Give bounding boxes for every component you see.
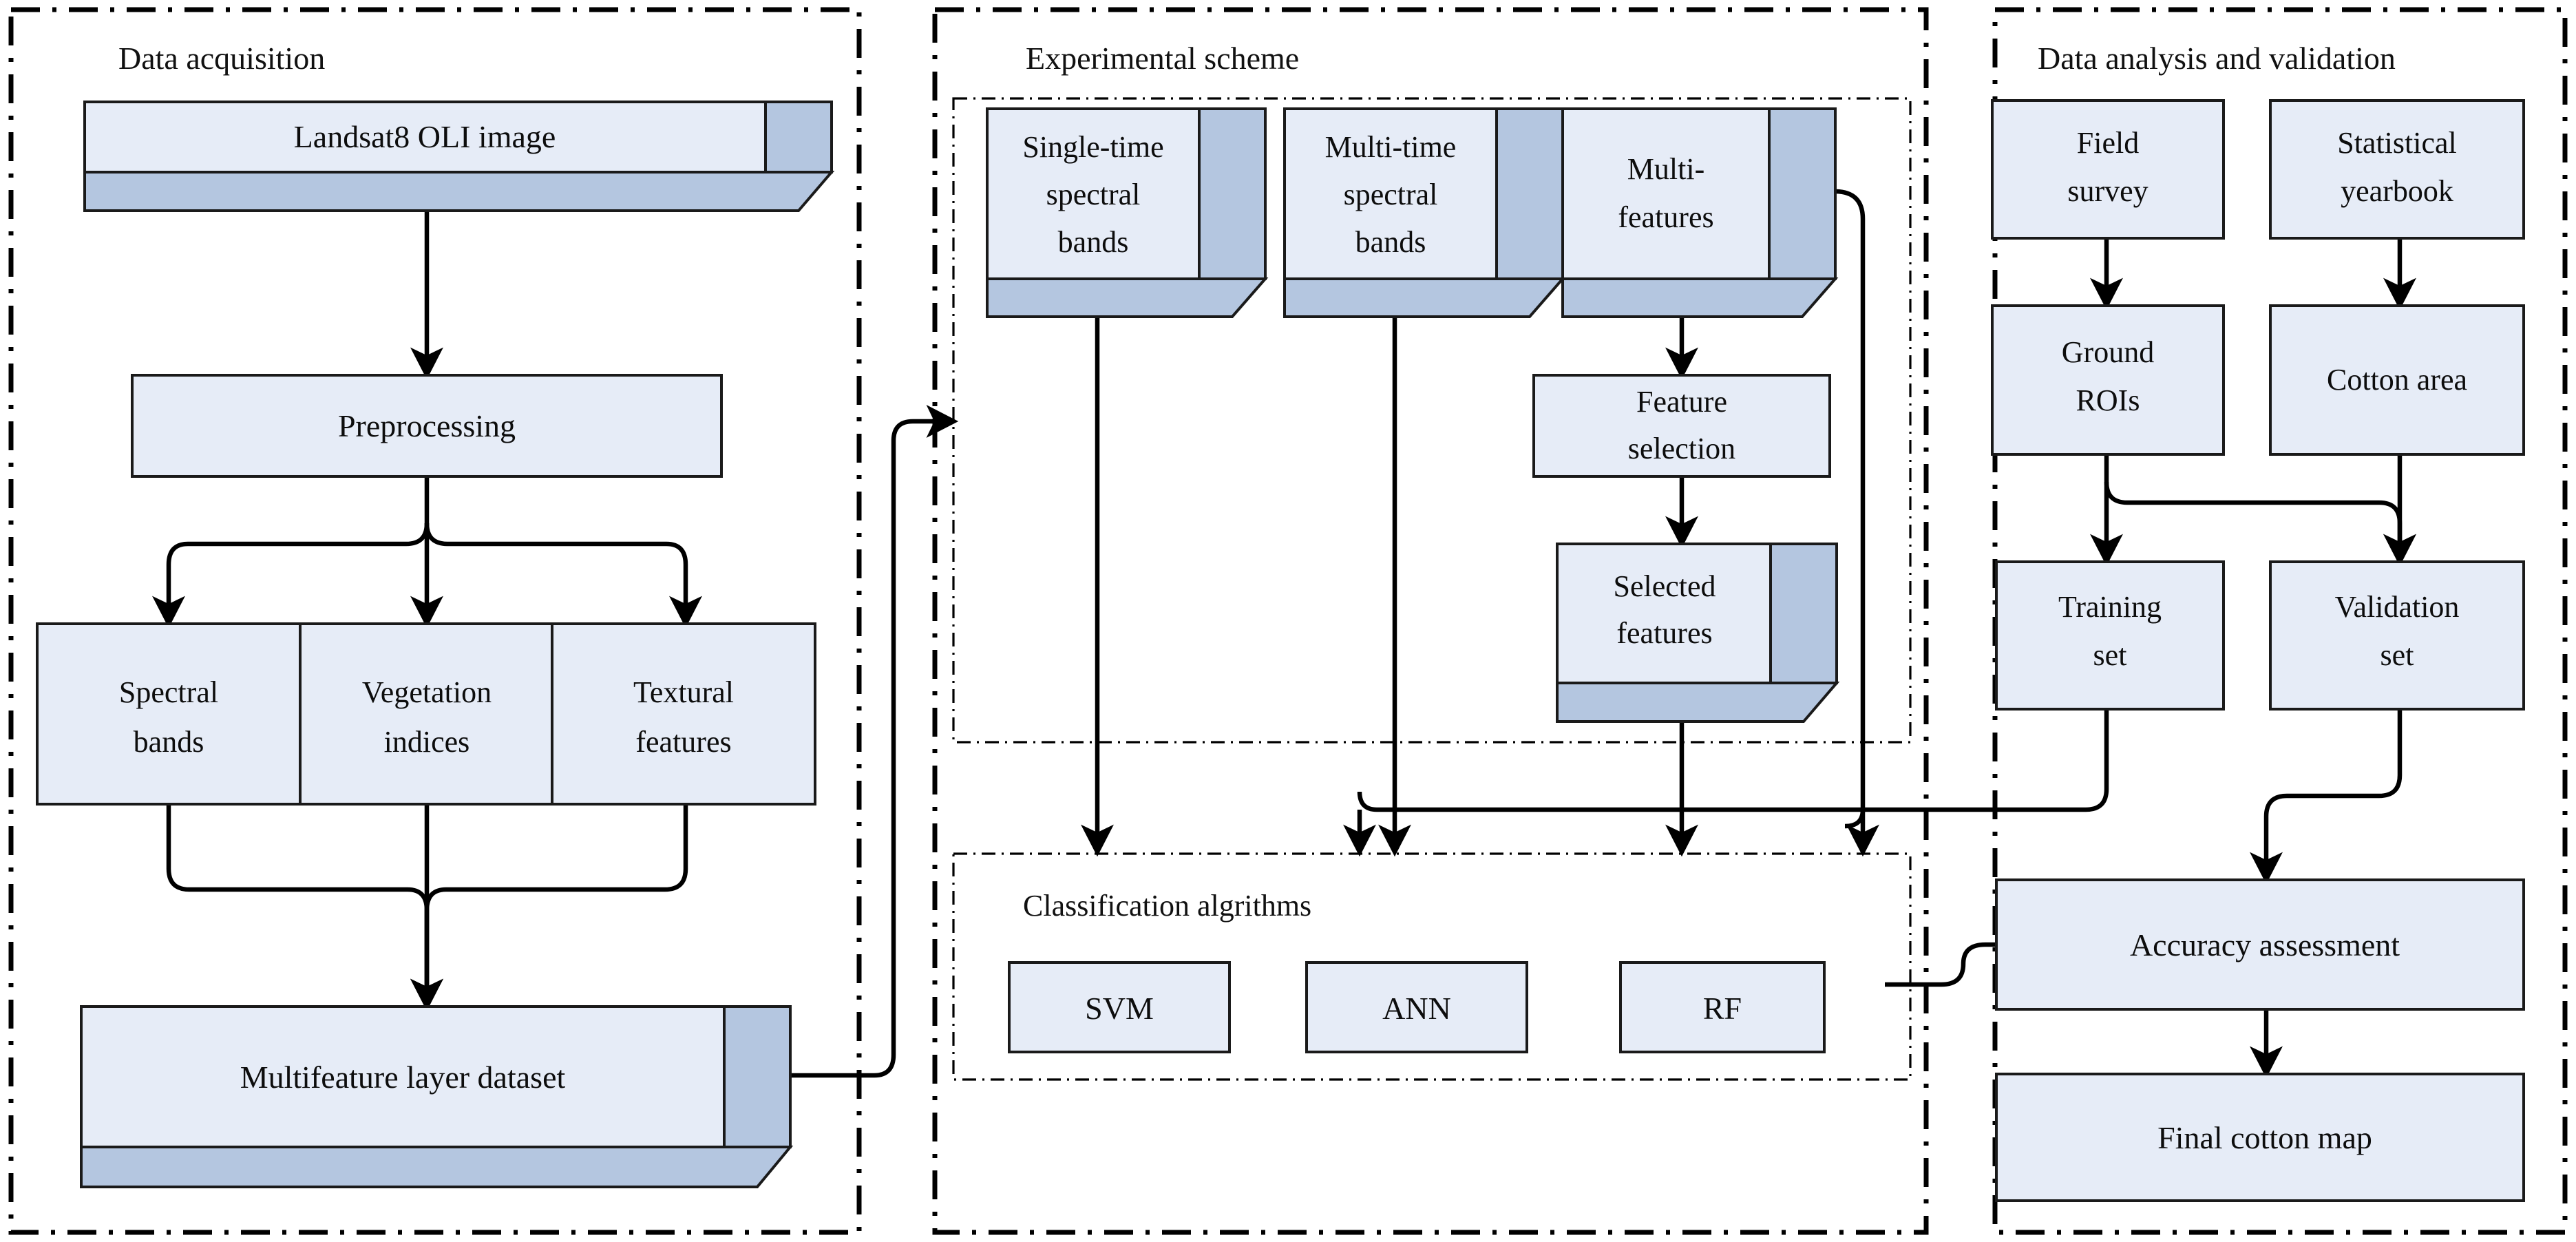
node-validation-set[interactable]: Validation set [2269,560,2525,711]
node-ann-label: ANN [1382,991,1451,1026]
node-multi-time-label-2: spectral [1344,178,1438,211]
node-svm-label: SVM [1085,991,1154,1026]
node-statistical-yearbook-label-1: Statistical [2337,126,2457,160]
node-cotton-area[interactable]: Cotton area [2269,304,2525,456]
node-single-time-label-1: Single-time [1022,130,1163,164]
node-feature-selection-label-2: selection [1628,432,1735,465]
panel-title-data-acquisition: Data acquisition [118,41,325,76]
subpanel-title-classification: Classification algrithms [1023,889,1311,923]
node-selected-features-label-2: features [1616,616,1712,650]
node-final-cotton-map-label: Final cotton map [2157,1120,2372,1155]
connector-layer [152,189,2416,1079]
node-rf[interactable]: RF [1619,961,1826,1053]
node-single-time-label-2: spectral [1046,178,1141,211]
node-textural-features-label-1: Textural [633,675,734,709]
node-multifeature-layer-dataset-label: Multifeature layer dataset [240,1060,566,1095]
node-cotton-area-label: Cotton area [2327,363,2467,397]
node-multi-features-label-1: Multi- [1627,152,1704,186]
node-statistical-yearbook[interactable]: Statistical yearbook [2269,99,2525,240]
node-final-cotton-map[interactable]: Final cotton map [1995,1073,2525,1202]
node-validation-set-label-1: Validation [2335,590,2460,624]
node-field-survey[interactable]: Field survey [1991,99,2225,240]
node-ground-rois-label-2: ROIs [2076,383,2140,417]
node-feature-selection-label-1: Feature [1636,385,1727,419]
node-landsat-label: Landsat8 OLI image [294,119,556,154]
node-landsat[interactable]: Landsat8 OLI image [83,101,835,212]
node-training-set-label-1: Training [2058,590,2162,624]
panel-border-data-acquisition [8,7,862,1235]
node-single-time-label-3: bands [1058,225,1129,259]
node-multi-time-spectral-bands[interactable]: Multi-time spectral bands [1283,107,1566,318]
node-rf-label: RF [1703,991,1742,1026]
node-preprocessing[interactable]: Preprocessing [131,374,723,478]
node-single-time-spectral-bands[interactable]: Single-time spectral bands [986,107,1269,318]
node-feature-selection[interactable]: Feature selection [1532,374,1831,478]
panel-title-data-analysis: Data analysis and validation [2038,41,2396,76]
node-ann[interactable]: ANN [1305,961,1528,1053]
node-field-survey-label-2: survey [2067,174,2148,208]
node-spectral-bands[interactable]: Spectral bands [36,622,302,806]
edge-multifeature-to-experimental-scheme [788,405,959,1078]
node-multi-features[interactable]: Multi- features [1561,107,1839,318]
panel-title-experimental-scheme: Experimental scheme [1026,41,1299,76]
node-statistical-yearbook-label-2: yearbook [2341,174,2453,208]
node-selected-features-label-1: Selected [1613,569,1715,603]
node-accuracy-assessment-label: Accuracy assessment [2130,927,2400,962]
node-ground-rois-label-1: Ground [2062,335,2154,369]
node-textural-features-label-2: features [635,725,731,759]
node-accuracy-assessment[interactable]: Accuracy assessment [1995,878,2525,1011]
node-textural-features[interactable]: Textural features [551,622,816,806]
node-selected-features[interactable]: Selected features [1556,543,1840,723]
edge-spectral-to-multifeature [166,804,443,1011]
node-multi-time-label-1: Multi-time [1325,130,1457,164]
node-multi-features-label-2: features [1618,200,1713,234]
node-svm[interactable]: SVM [1008,961,1231,1053]
panel-border-experimental-scheme [932,7,1929,1235]
edge-preprocessing-to-textural [424,523,702,629]
node-spectral-bands-label-1: Spectral [119,675,218,709]
node-training-set-label-2: set [2093,638,2127,672]
node-preprocessing-label: Preprocessing [338,408,516,443]
edge-textural-to-multifeature [410,804,688,1011]
node-multifeature-layer-dataset[interactable]: Multifeature layer dataset [80,1005,794,1188]
node-ground-rois[interactable]: Ground ROIs [1991,304,2225,456]
edge-preprocessing-to-spectral [152,523,430,629]
node-spectral-bands-label-2: bands [134,725,204,759]
edge-groundrois-to-validationset [2104,481,2416,567]
node-vegetation-indices-label-1: Vegetation [362,675,492,709]
node-training-set[interactable]: Training set [1995,560,2225,711]
node-vegetation-indices[interactable]: Vegetation indices [299,622,553,806]
node-multi-time-label-3: bands [1355,225,1426,259]
edge-rf-to-accuracy [1885,928,2036,987]
edge-trainingset-bus [1357,709,2109,812]
node-field-survey-label-1: Field [2077,126,2139,160]
node-validation-set-label-2: set [2380,638,2414,672]
node-vegetation-indices-label-2: indices [384,725,470,759]
edge-validationset-to-accuracy [2250,709,2403,885]
edge-multifeatures-right-branch [1834,189,1866,829]
